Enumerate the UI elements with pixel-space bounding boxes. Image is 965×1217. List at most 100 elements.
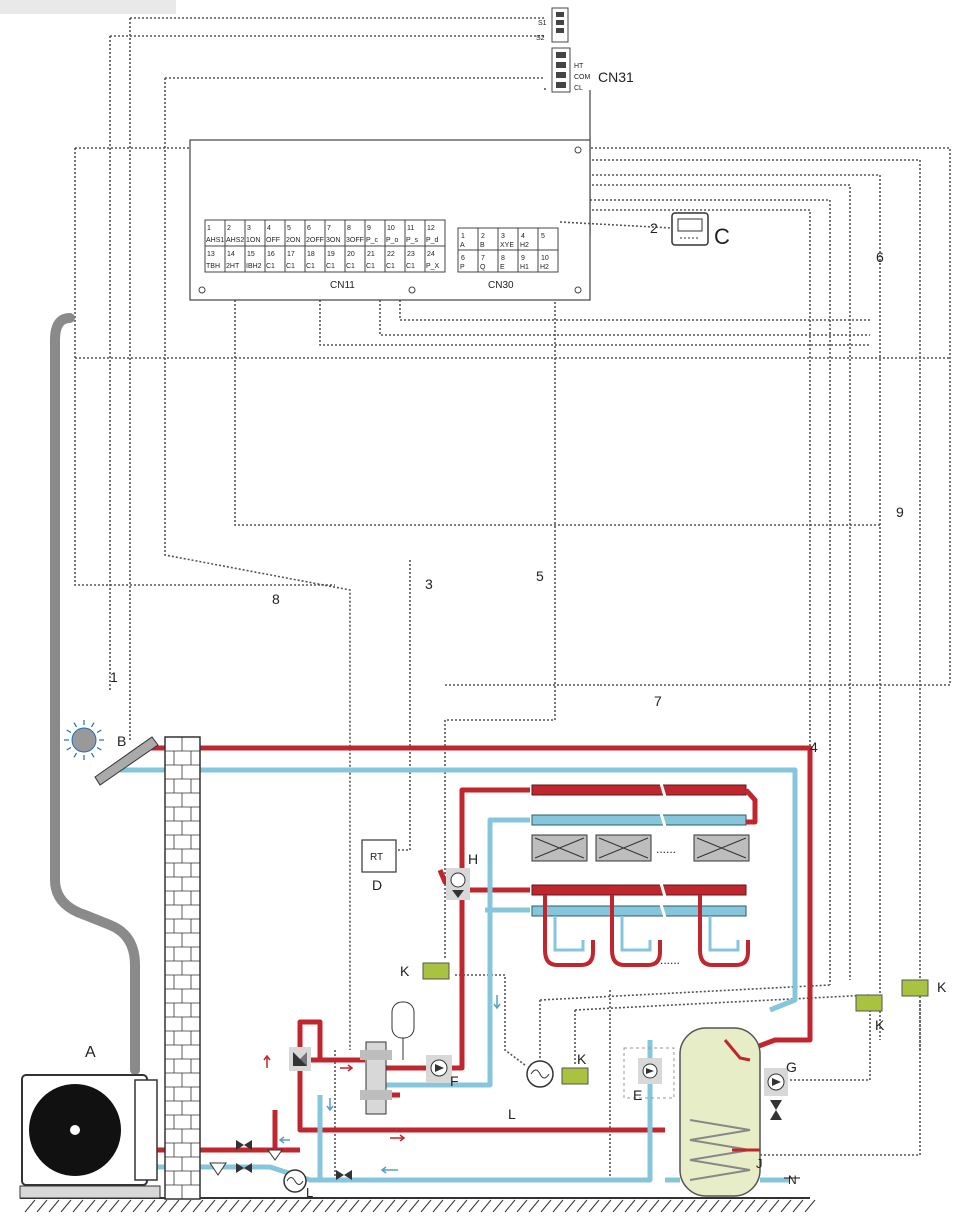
- heat-pump-outdoor-unit: [21, 1074, 158, 1186]
- cn30-terminal-num: 10: [541, 255, 549, 262]
- cn30-terminal-num: 5: [541, 233, 545, 240]
- cn11-terminal-num: 20: [347, 251, 355, 258]
- radiator-and-fan-coils: [531, 779, 758, 967]
- cn11-terminal-num: 16: [267, 251, 275, 258]
- s1-s2-connector: S1 S2: [536, 7, 569, 43]
- cn11-terminal-num: 24: [427, 251, 435, 258]
- solar-panel-and-sun: [64, 720, 159, 786]
- cn11-terminal-num: 5: [287, 225, 291, 232]
- cn11-terminal-name: C1: [386, 263, 395, 270]
- wired-controller: [559, 212, 709, 246]
- cn30-label: CN30: [488, 280, 514, 291]
- cn30-terminal-name: P: [460, 264, 465, 271]
- cn11-terminal-block: 1AHS12AHS231ON4OFF52ON62OFF73ON83OFF9P_c…: [204, 219, 446, 273]
- cn11-terminal-num: 10: [387, 225, 395, 232]
- cn11-terminal-num: 13: [207, 251, 215, 258]
- cn11-terminal-name: C1: [366, 263, 375, 270]
- cn11-terminal-name: C1: [346, 263, 355, 270]
- number-7: 7: [654, 693, 662, 709]
- cn11-terminal-num: 9: [367, 225, 371, 232]
- label-F: F: [450, 1073, 459, 1089]
- cn30-terminal-name: A: [460, 242, 465, 249]
- cn11-terminal-name: P_c: [366, 237, 379, 244]
- cn11-terminal-name: TBH: [206, 263, 220, 270]
- cn11-terminal-name: 2ON: [286, 237, 300, 244]
- underfloor-loop: [698, 895, 750, 967]
- label-C: C: [714, 224, 730, 249]
- cn11-terminal-num: 6: [307, 225, 311, 232]
- label-K-4: K: [937, 979, 947, 995]
- cn11-terminal-num: 19: [327, 251, 335, 258]
- cn11-terminal-num: 15: [247, 251, 255, 258]
- hydraulic-separator: [360, 1041, 392, 1115]
- label-K-2: K: [577, 1051, 587, 1067]
- cn30-terminal-name: H1: [520, 264, 529, 271]
- number-3: 3: [425, 576, 433, 592]
- cn31-pin-ht: HT: [574, 63, 584, 70]
- cn30-terminal-num: 8: [501, 255, 505, 262]
- label-D: D: [372, 877, 382, 893]
- fan-coil-unit: [693, 834, 750, 862]
- cn11-label: CN11: [330, 280, 355, 291]
- dhw-tank: [679, 1027, 761, 1197]
- cn11-terminal-num: 22: [387, 251, 395, 258]
- ground: [19, 1185, 816, 1213]
- cn30-terminal-num: 4: [521, 233, 525, 240]
- s2-pin-label: S2: [536, 35, 545, 42]
- cn11-terminal-name: C1: [286, 263, 295, 270]
- label-H: H: [468, 851, 478, 867]
- thermostat-rt: RT: [370, 852, 383, 863]
- cn31-label: CN31: [598, 69, 634, 85]
- cn11-terminal-num: 23: [407, 251, 415, 258]
- cn11-terminal-name: AHS2: [226, 237, 244, 244]
- cn11-terminal-name: P_s: [406, 237, 419, 244]
- brick-wall: [164, 736, 201, 1200]
- cn30-terminal-num: 2: [481, 233, 485, 240]
- cn11-terminal-num: 14: [227, 251, 235, 258]
- cn11-terminal-name: 2HT: [226, 263, 240, 270]
- number-9: 9: [896, 504, 904, 520]
- cn11-terminal-name: C1: [326, 263, 335, 270]
- cn30-terminal-num: 6: [461, 255, 465, 262]
- grey-refrigerant-pipe: [50, 313, 140, 1075]
- cn30-terminal-num: 3: [501, 233, 505, 240]
- label-L-bottom: L: [306, 1185, 313, 1200]
- cn30-terminal-name: B: [480, 242, 485, 249]
- cn11-terminal-name: OFF: [266, 237, 280, 244]
- sensor-k-2: [561, 1067, 589, 1085]
- circulator-l-bottom: [283, 1169, 307, 1193]
- sensor-k-4: [901, 979, 929, 997]
- cn11-terminal-name: C1: [406, 263, 415, 270]
- underfloor-loop: [543, 895, 595, 967]
- cn11-terminal-num: 3: [247, 225, 251, 232]
- cn30-terminal-name: Q: [480, 264, 486, 271]
- label-B: B: [117, 733, 126, 749]
- cn11-terminal-num: 11: [407, 225, 414, 232]
- mixing-valve-h: [446, 868, 470, 900]
- cn30-terminal-num: 1: [461, 233, 465, 240]
- cn11-terminal-name: 1ON: [246, 237, 260, 244]
- shutoff-valves: [209, 1140, 352, 1180]
- cn31-connector: HT COM CL CN31: [551, 47, 634, 93]
- cn11-terminal-num: 12: [427, 225, 435, 232]
- number-8: 8: [272, 591, 280, 607]
- ufloop-more-dots: ......: [660, 953, 680, 967]
- expansion-vessel: [391, 1001, 415, 1060]
- number-6: 6: [876, 249, 884, 265]
- cn31-pin-com: COM: [574, 74, 591, 81]
- sensor-k-3: [855, 994, 883, 1012]
- label-K-1: K: [400, 963, 410, 979]
- cn30-terminal-num: 9: [521, 255, 525, 262]
- number-1: 1: [110, 669, 118, 685]
- cn11-terminal-num: 17: [287, 251, 295, 258]
- cn11-terminal-num: 1: [207, 225, 211, 232]
- underfloor-loop: [610, 895, 662, 967]
- number-2: 2: [650, 220, 658, 236]
- cn11-terminal-name: P_d: [426, 237, 439, 244]
- cn11-terminal-name: C1: [266, 263, 275, 270]
- label-G: G: [786, 1059, 797, 1075]
- cn11-terminal-name: P_o: [386, 237, 399, 244]
- cn11-terminal-name: 3ON: [326, 237, 340, 244]
